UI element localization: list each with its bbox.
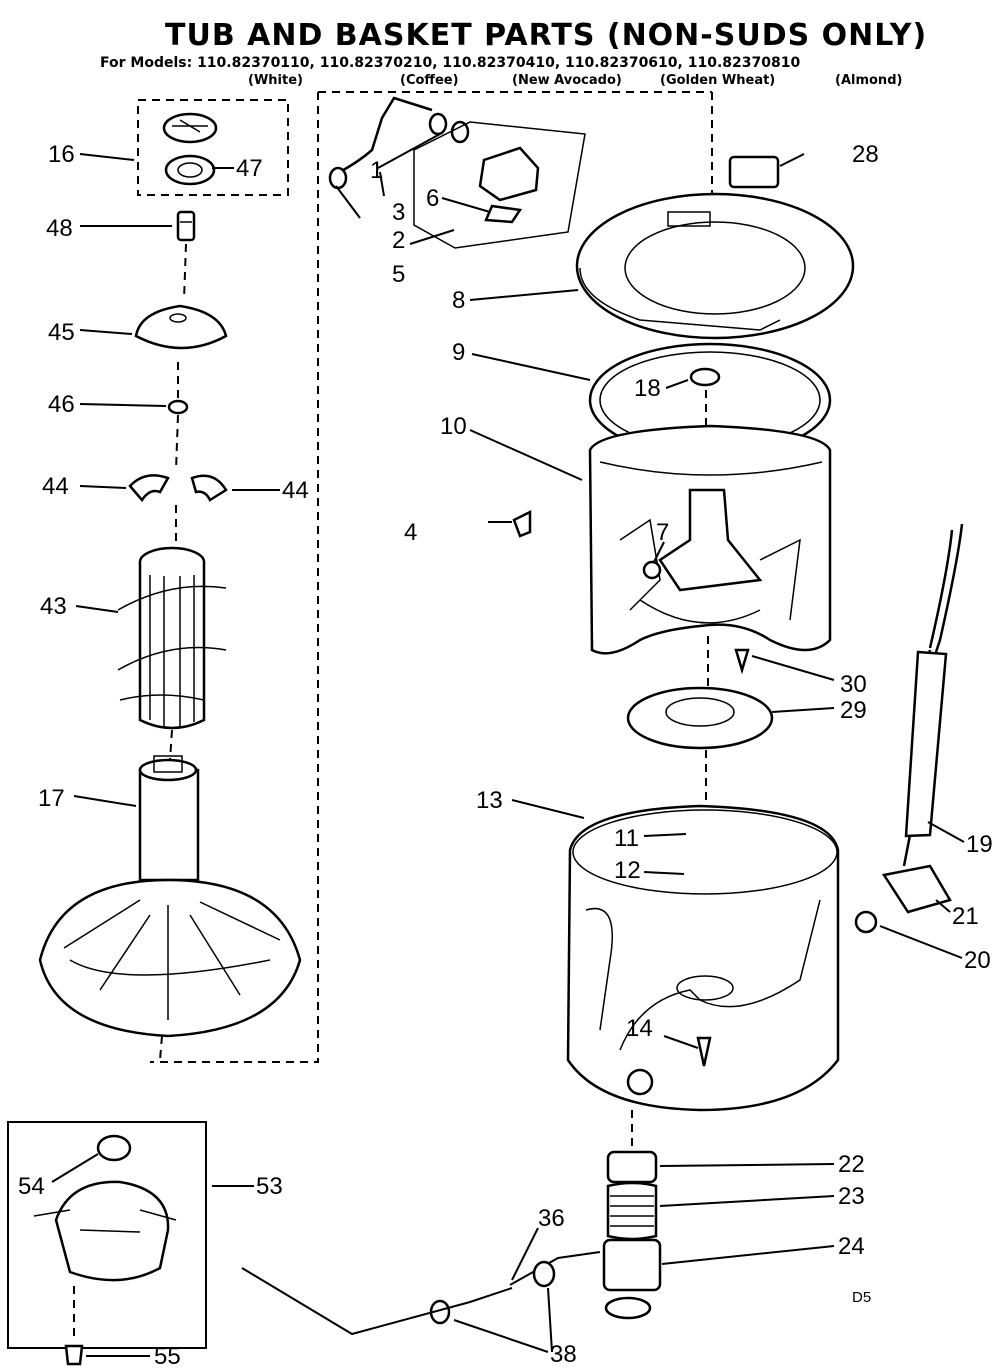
outer-tub (566, 804, 840, 1112)
callout-1: 1 (370, 157, 383, 184)
cap-ring (164, 154, 216, 186)
callout-53: 53 (256, 1173, 283, 1200)
callout-13: 13 (476, 787, 503, 814)
callout-43: 43 (40, 593, 67, 620)
agitator-cap (162, 112, 218, 144)
callout-55: 55 (154, 1343, 181, 1370)
diagram-title: TUB AND BASKET PARTS (NON-SUDS ONLY) (165, 18, 928, 53)
color-label-almond: (Almond) (835, 73, 903, 88)
callout-5: 5 (392, 261, 405, 288)
color-label-coffee: (Coffee) (400, 73, 459, 88)
nozzle-clip (484, 204, 523, 224)
callout-21: 21 (952, 903, 979, 930)
dog-clip-left (128, 474, 170, 503)
callout-19: 19 (966, 831, 993, 858)
drive-bolt (734, 648, 750, 675)
callout-30: 30 (840, 671, 867, 698)
callout-4: 4 (404, 519, 417, 546)
callout-46: 46 (48, 391, 75, 418)
dog-clip-right (190, 474, 228, 502)
pump-group-box (7, 1121, 207, 1349)
drain-hose-part (602, 1238, 662, 1292)
agitator-bolt (176, 210, 196, 242)
callout-45: 45 (48, 319, 75, 346)
diagram-code: D5 (852, 1289, 871, 1306)
drain-spring (606, 1181, 658, 1241)
callout-38: 38 (550, 1341, 577, 1368)
callout-29: 29 (840, 697, 867, 724)
air-dome (881, 864, 952, 914)
callout-54: 54 (18, 1173, 45, 1200)
agitator-group-boundary (150, 92, 319, 1063)
agitator-dogear (134, 304, 228, 350)
callout-24: 24 (838, 1233, 865, 1260)
callout-28: 28 (852, 141, 879, 168)
callout-3: 3 (392, 199, 405, 226)
callout-18: 18 (634, 375, 661, 402)
callout-14: 14 (626, 1015, 653, 1042)
agitator-barrel (138, 768, 200, 882)
hose-clamp-38 (532, 1260, 556, 1288)
grommet (854, 910, 878, 934)
callout-12: 12 (614, 857, 641, 884)
agitator-auger (138, 562, 206, 730)
callout-22: 22 (838, 1151, 865, 1178)
callout-48: 48 (46, 215, 73, 242)
tub-screw (696, 1036, 712, 1067)
spin-tube (658, 488, 763, 592)
callout-44-left: 44 (42, 473, 69, 500)
color-label-golden-wheat: (Golden Wheat) (660, 73, 776, 88)
pump-screw (64, 1344, 84, 1366)
callout-7: 7 (656, 519, 669, 546)
model-list: For Models: 110.82370110, 110.82370210, … (100, 55, 801, 71)
basket-nut (642, 560, 662, 580)
callout-11: 11 (614, 825, 639, 852)
pump-cap (96, 1134, 132, 1162)
tub-ring (575, 192, 855, 340)
color-label-avocado: (New Avocado) (512, 73, 622, 88)
callout-9: 9 (452, 339, 465, 366)
part-16-box (137, 99, 289, 196)
callout-20: 20 (964, 947, 991, 974)
nozzle-bracket-group (413, 121, 586, 249)
drive-block (626, 686, 774, 750)
callout-16: 16 (48, 141, 75, 168)
callout-10: 10 (440, 413, 467, 440)
callout-8: 8 (452, 287, 465, 314)
dogear-washer (167, 399, 189, 415)
leader-lines (51, 133, 965, 1357)
fill-nozzle (478, 146, 540, 202)
tub-ring-pad (728, 155, 780, 189)
callout-47: 47 (236, 155, 263, 182)
callout-labels: 16 47 48 45 46 44 44 43 17 1 3 2 5 6 28 … (18, 141, 993, 1370)
callout-23: 23 (838, 1183, 865, 1210)
agitator-skirt (38, 878, 302, 1038)
spin-tube-nut (689, 367, 721, 387)
callout-17: 17 (38, 785, 65, 812)
callout-44-right: 44 (282, 477, 309, 504)
clip-part-4 (512, 509, 532, 538)
callout-6: 6 (426, 185, 439, 212)
hose-clamp (328, 166, 348, 190)
callout-2: 2 (392, 227, 405, 254)
drain-seal (606, 1150, 658, 1184)
callout-36: 36 (538, 1205, 565, 1232)
color-label-white: (White) (248, 73, 303, 88)
